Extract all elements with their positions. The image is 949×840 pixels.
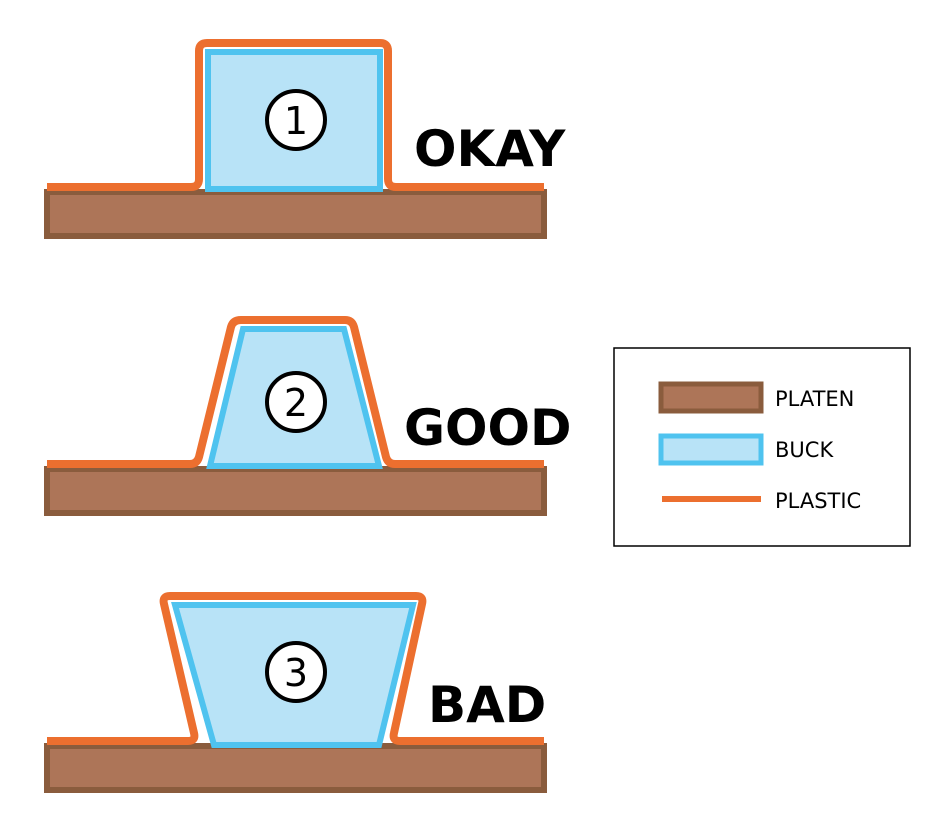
legend-platen-swatch xyxy=(658,381,764,414)
panel-2-platen xyxy=(44,466,547,516)
panel-2-number-circle xyxy=(265,371,327,433)
panel-3-platen xyxy=(44,743,547,793)
panel-2: 2 GOOD xyxy=(44,316,572,516)
legend-platen-label: PLATEN xyxy=(775,387,854,411)
panel-2-plastic-sheet xyxy=(47,316,544,468)
panel-1-platen xyxy=(44,189,547,239)
legend-buck-label: BUCK xyxy=(775,438,834,462)
panel-3: 3 BAD xyxy=(44,592,547,793)
panel-1-plastic-sheet xyxy=(47,39,544,191)
legend-buck-swatch xyxy=(658,433,764,466)
panel-3-number-circle xyxy=(265,641,327,703)
legend-plastic-label: PLASTIC xyxy=(775,489,861,513)
panel-2-rating: GOOD xyxy=(404,399,572,457)
panel-3-plastic-sheet xyxy=(47,592,544,745)
panel-1-number-circle xyxy=(265,89,327,151)
panel-2-number: 2 xyxy=(284,381,308,425)
legend: PLATEN BUCK PLASTIC xyxy=(613,347,911,547)
panel-1-number: 1 xyxy=(284,99,308,143)
panel-1-rating: OKAY xyxy=(414,120,566,178)
panel-3-number: 3 xyxy=(284,651,308,695)
panel-3-rating: BAD xyxy=(428,676,546,734)
panel-1: 1 OKAY xyxy=(44,39,566,239)
